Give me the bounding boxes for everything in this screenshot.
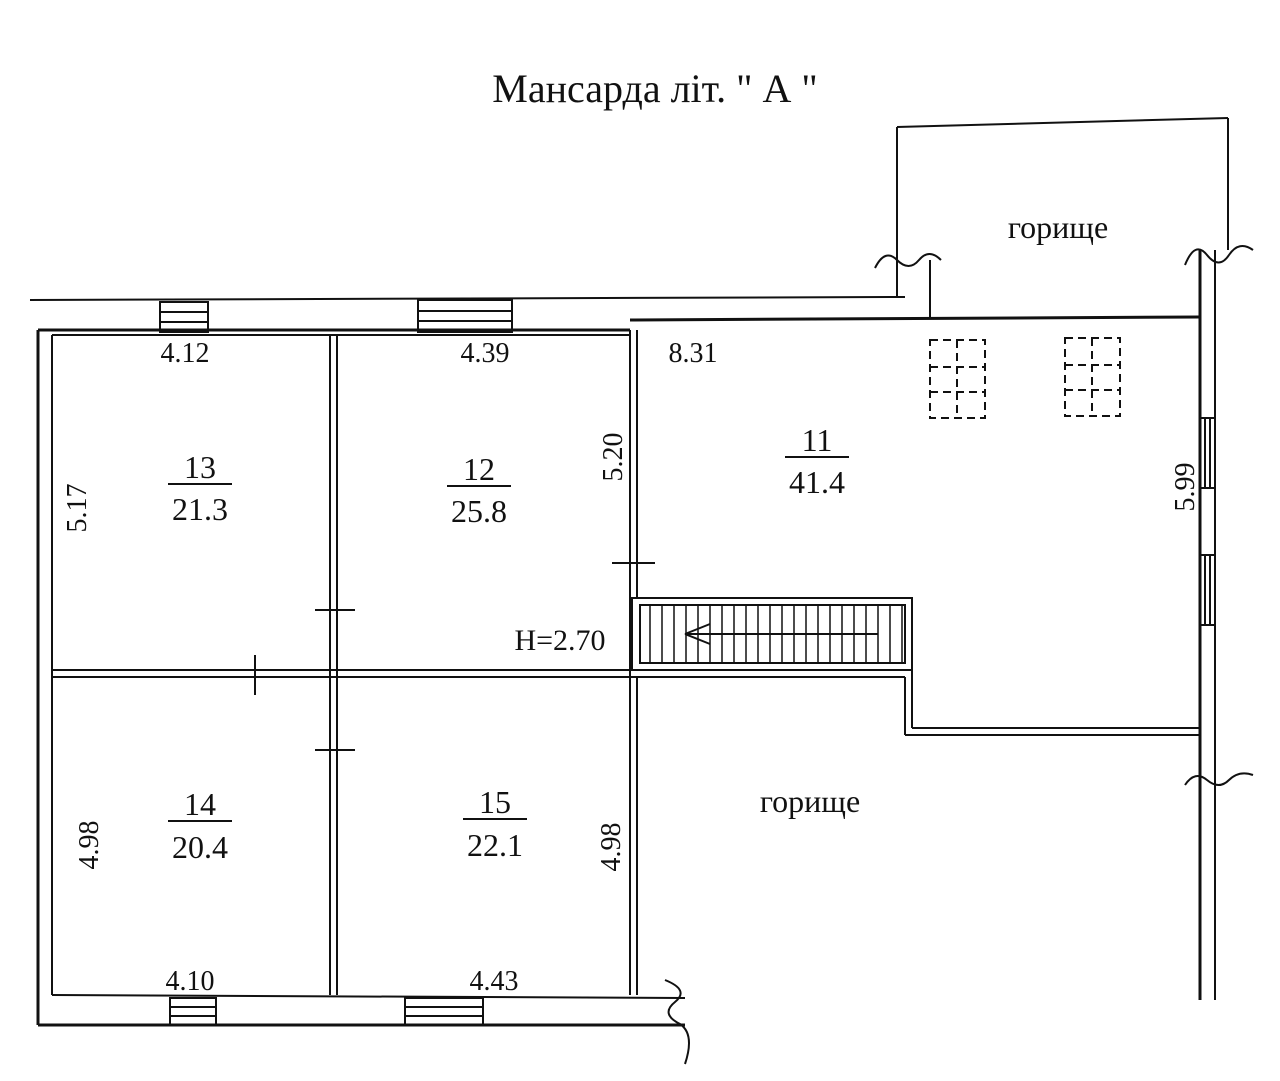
skylight-icon [929, 337, 1121, 419]
room-area: 25.8 [451, 493, 507, 529]
room-13: 13 21.3 [168, 449, 232, 527]
dimension: 4.98 [74, 821, 105, 870]
dimension: 5.99 [1170, 463, 1201, 512]
height-label: H=2.70 [514, 624, 605, 657]
roof-line [29, 117, 1254, 1065]
staircase [631, 597, 913, 671]
room-number: 11 [802, 422, 833, 458]
room-12: 12 25.8 [447, 451, 511, 529]
room-area: 20.4 [172, 829, 228, 865]
plan-title: Мансарда літ. " А " [492, 66, 817, 111]
room-area: 41.4 [789, 464, 845, 500]
dimension: 4.98 [596, 823, 627, 872]
attic-label: горище [760, 783, 860, 819]
dimension: 5.17 [62, 484, 93, 533]
dimension: 4.10 [166, 966, 215, 997]
inner-walls [52, 330, 1200, 995]
room-number: 14 [184, 786, 216, 822]
room-number: 13 [184, 449, 216, 485]
room-number: 15 [479, 784, 511, 820]
dimension: 4.43 [470, 966, 519, 997]
room-area: 22.1 [467, 827, 523, 863]
room-11: 11 41.4 [785, 422, 849, 500]
dimension: 4.39 [461, 338, 510, 369]
dimension-labels: 4.12 4.39 8.31 4.10 4.43 5.17 5.20 5.99 … [62, 338, 1201, 997]
dimension: 8.31 [669, 338, 718, 369]
room-number: 12 [463, 451, 495, 487]
room-15: 15 22.1 [463, 784, 527, 863]
room-area: 21.3 [172, 491, 228, 527]
outer-walls [36, 250, 1216, 1027]
attic-label: горище [1008, 209, 1108, 245]
dimension: 4.12 [161, 338, 210, 369]
dimension: 5.20 [598, 433, 629, 482]
room-14: 14 20.4 [168, 786, 232, 865]
